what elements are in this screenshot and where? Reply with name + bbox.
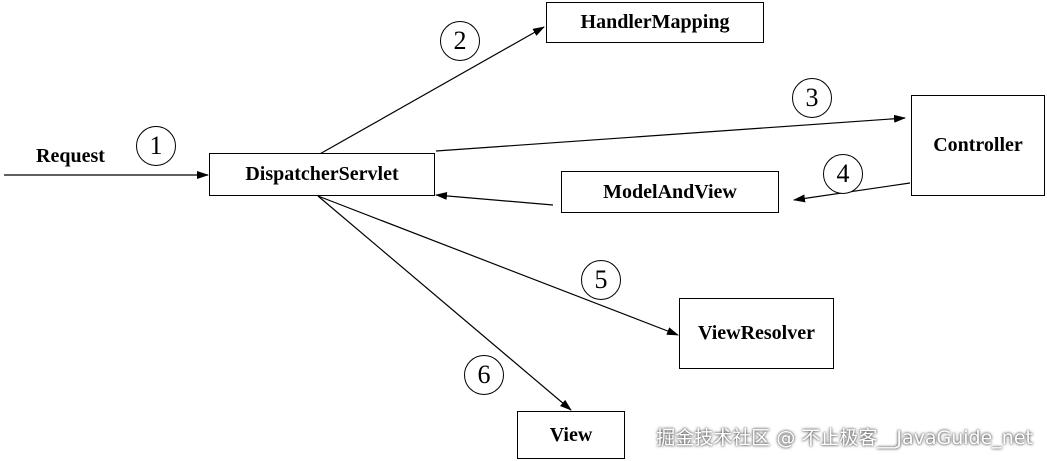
step-2-badge: 2 [440, 21, 480, 61]
request-label: Request [36, 145, 105, 167]
dispatcher-servlet-label: DispatcherServlet [245, 163, 399, 185]
model-and-view-label: ModelAndView [603, 180, 737, 203]
step-4-badge: 4 [823, 154, 863, 194]
arrow-dispatcher-to-handlermapping [317, 26, 545, 156]
step-3-badge: 3 [792, 78, 832, 118]
step-6-badge: 6 [464, 355, 504, 395]
arrow-dispatcher-to-view [317, 195, 572, 411]
view-box: View [517, 411, 625, 459]
controller-label: Controller [933, 134, 1023, 156]
step-1-badge: 1 [136, 126, 176, 166]
view-label: View [549, 423, 593, 446]
arrow-modelandview-to-dispatcher [435, 191, 554, 206]
controller-box: Controller [911, 95, 1045, 196]
model-and-view-box: ModelAndView [561, 171, 779, 213]
arrow-dispatcher-to-controller [435, 114, 906, 152]
view-resolver-box: ViewResolver [679, 298, 834, 369]
arrow-dispatcher-to-viewresolver [317, 195, 679, 336]
handler-mapping-label: HandlerMapping [580, 11, 730, 33]
view-resolver-label: ViewResolver [698, 322, 815, 344]
watermark-text: 掘金技术社区 @ 不止极客__JavaGuide_net [656, 427, 1033, 449]
handler-mapping-box: HandlerMapping [546, 2, 764, 43]
dispatcher-servlet-box: DispatcherServlet [209, 153, 435, 196]
step-5-badge: 5 [581, 260, 621, 300]
